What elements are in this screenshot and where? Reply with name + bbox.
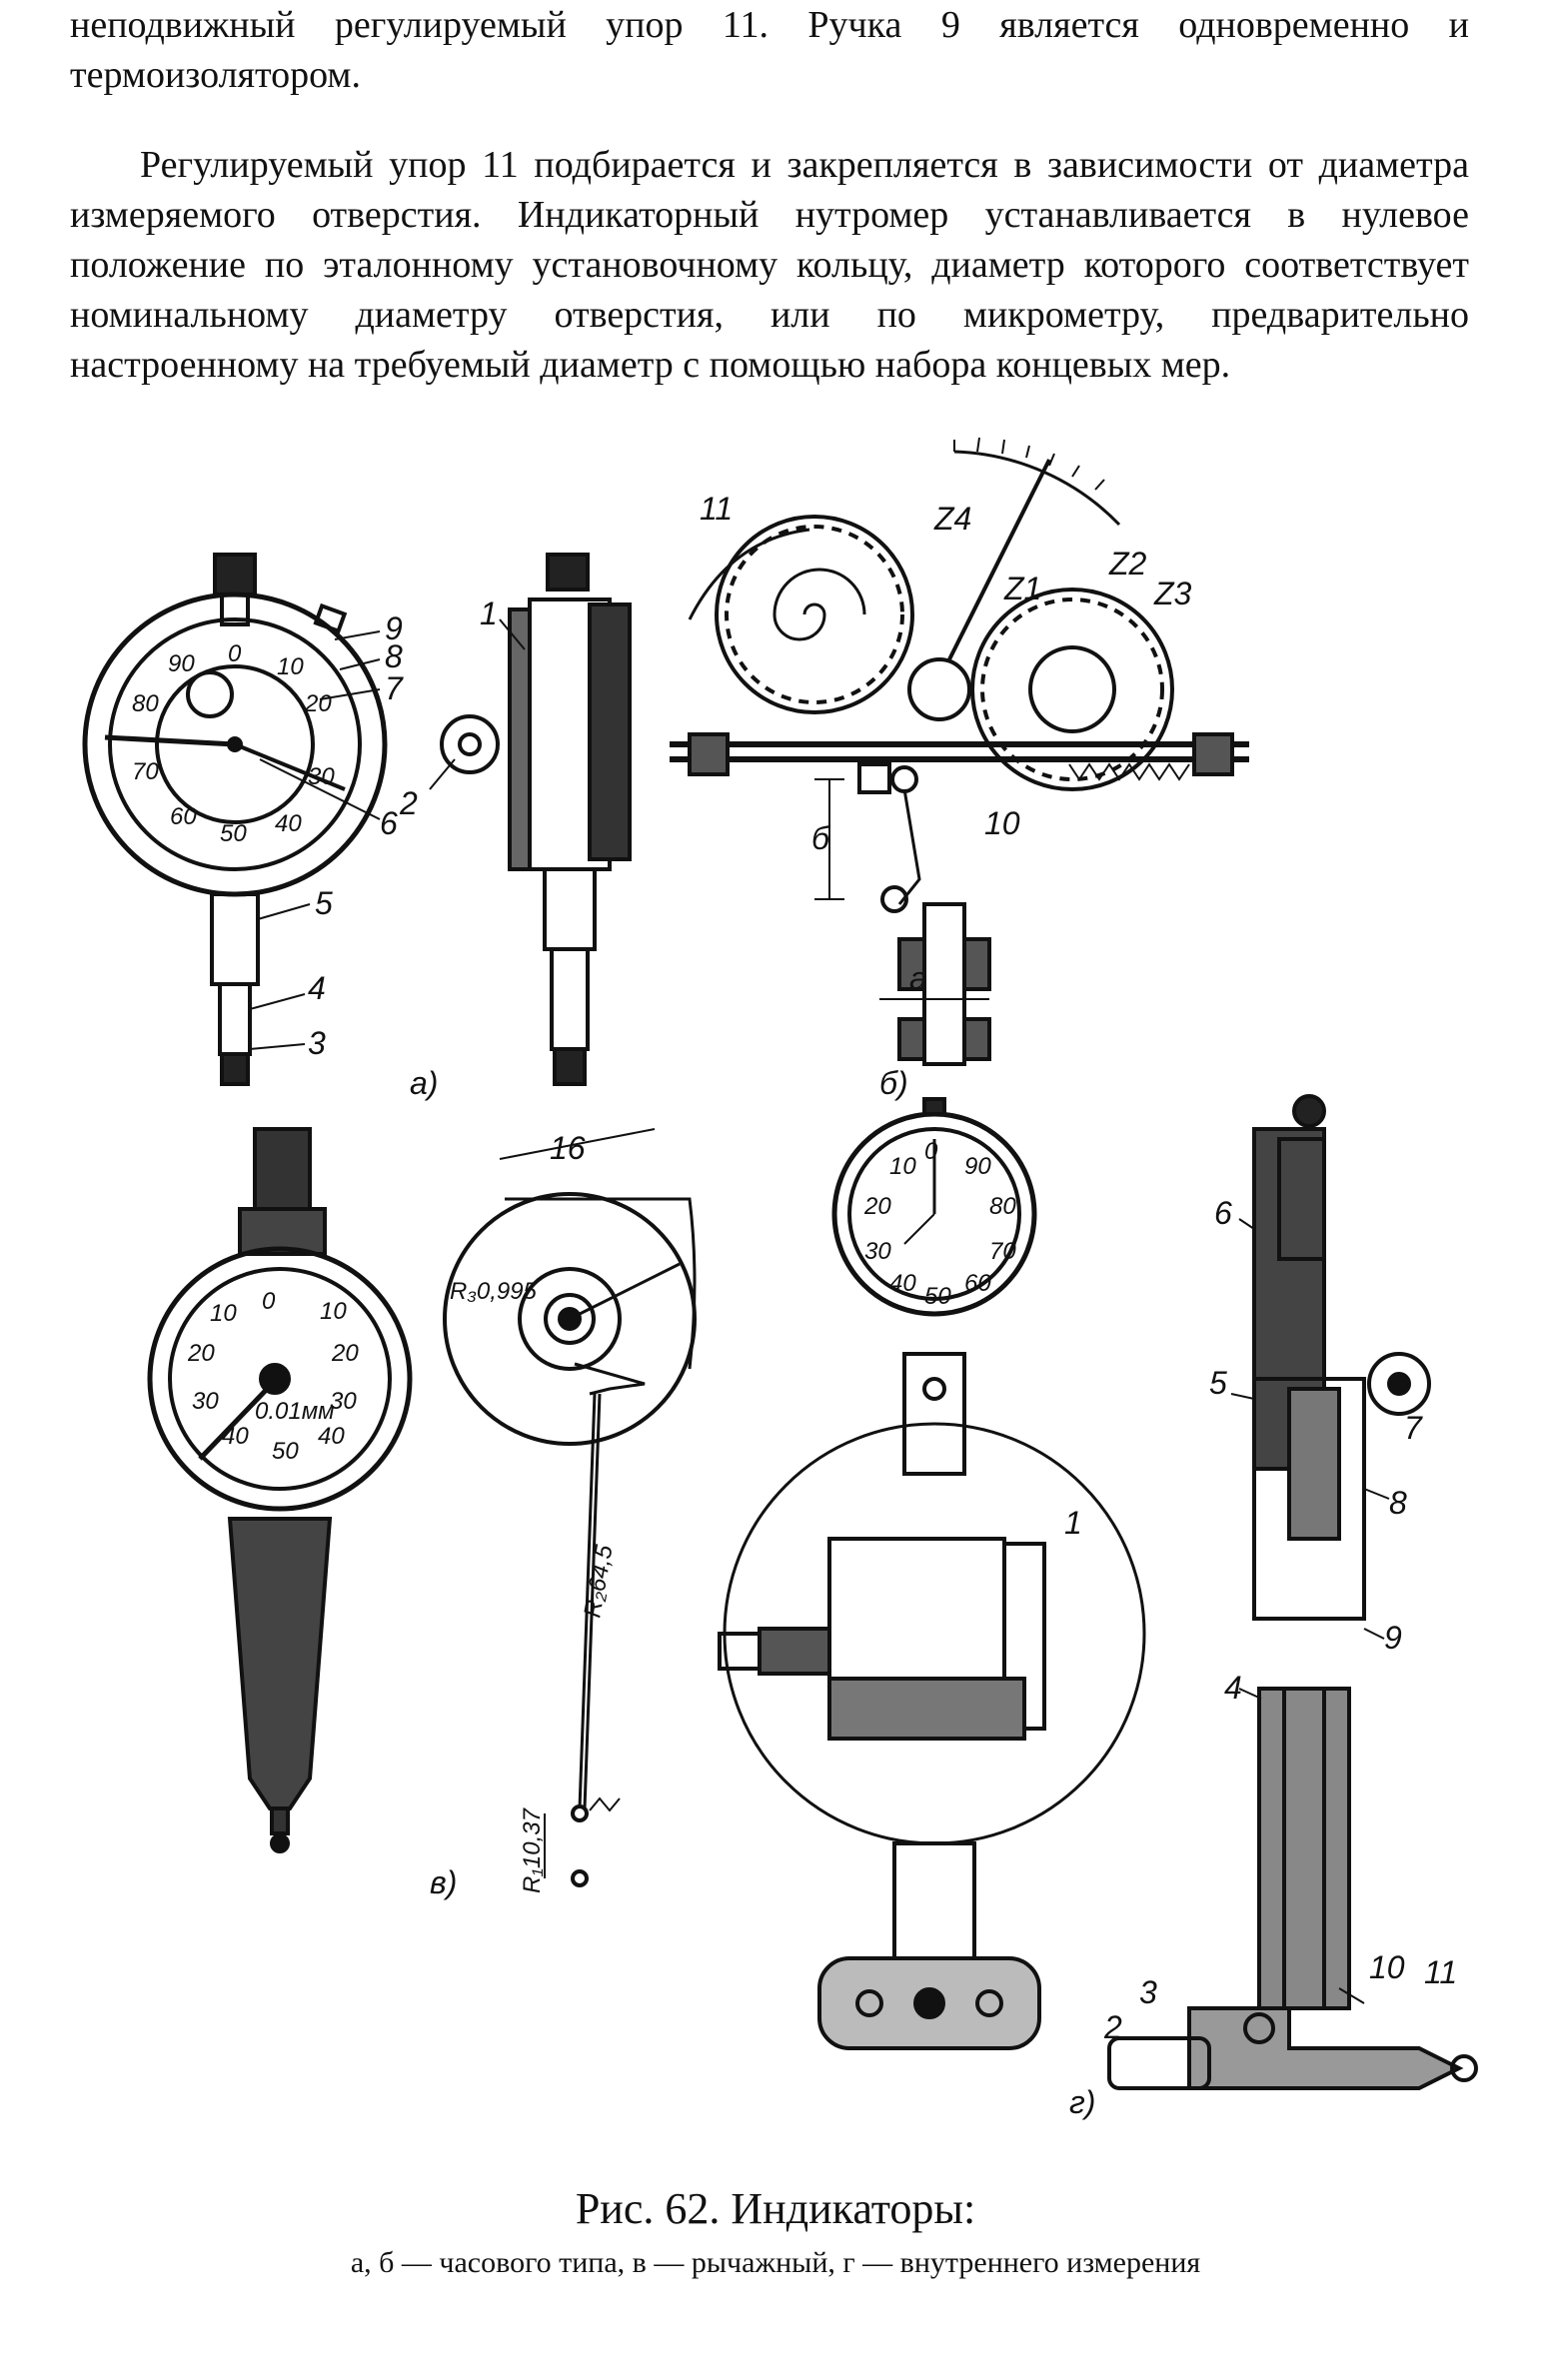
svg-text:10: 10 [984,805,1020,841]
svg-text:а): а) [410,1065,438,1101]
svg-text:30: 30 [308,763,335,790]
svg-text:70: 70 [989,1238,1016,1265]
svg-text:40: 40 [318,1423,345,1450]
svg-text:11: 11 [700,491,733,527]
svg-text:R₃0,995: R₃0,995 [450,1278,538,1305]
svg-text:80: 80 [132,690,159,717]
svg-text:1: 1 [480,595,498,631]
svg-text:9: 9 [1384,1620,1402,1656]
svg-text:10: 10 [277,653,304,680]
svg-text:2: 2 [399,785,418,821]
fig-v-lever-scheme [443,1128,697,1887]
svg-text:0: 0 [228,640,242,667]
svg-text:30: 30 [330,1388,357,1415]
svg-text:0.01мм: 0.01мм [255,1398,335,1425]
fig-g-section [1107,1094,1478,2090]
svg-text:г): г) [1069,2084,1095,2120]
svg-text:5: 5 [1209,1365,1227,1401]
svg-text:60: 60 [964,1270,991,1297]
svg-text:20: 20 [304,690,332,717]
fig-a-callouts: 9 8 7 6 5 4 3 1 2 а) [308,595,498,1101]
svg-text:7: 7 [1404,1410,1423,1446]
svg-text:Z3: Z3 [1153,576,1192,611]
svg-text:10: 10 [889,1153,916,1180]
svg-text:20: 20 [331,1340,359,1367]
svg-text:30: 30 [192,1388,219,1415]
svg-text:10: 10 [320,1298,347,1325]
svg-text:50: 50 [220,820,247,847]
fig-v-dial-numbers: 0 10 20 30 40 50 40 30 20 10 0.01мм [187,1288,359,1465]
svg-text:40: 40 [222,1423,249,1450]
svg-text:Z2: Z2 [1108,546,1147,582]
svg-text:8: 8 [385,638,403,674]
fig-b-labels: 11 Z4 Z1 Z2 Z3 10 б а б) [700,491,1192,1101]
svg-text:11: 11 [1424,1954,1457,1990]
svg-text:4: 4 [1224,1670,1242,1706]
svg-text:2: 2 [1103,2009,1122,2045]
svg-text:40: 40 [275,810,302,837]
svg-text:7: 7 [385,670,404,706]
fig-v-lever-indicator [147,1127,413,1853]
body-text-2: Регулируемый упор 11 подбирается и закре… [70,140,1469,390]
body-text: неподвижный регулируемый упор 11. Ручка … [70,0,1469,100]
svg-text:20: 20 [863,1193,891,1220]
svg-text:R₂64,5: R₂64,5 [579,1543,618,1620]
svg-text:70: 70 [132,758,159,785]
fig-v-dims: 16 R₃0,995 R₂64,5 R₁10,37 в) [430,1130,619,1900]
svg-text:Z4: Z4 [933,501,971,537]
svg-text:60: 60 [170,803,197,830]
svg-text:10: 10 [210,1300,237,1327]
svg-text:1: 1 [1064,1505,1082,1541]
svg-text:R₁10,37: R₁10,37 [519,1806,546,1893]
svg-text:10: 10 [1369,1949,1405,1985]
svg-text:6: 6 [380,805,398,841]
svg-text:20: 20 [187,1340,215,1367]
svg-text:в): в) [430,1864,457,1900]
figure-caption-subtitle: а, б — часового типа, в — рычажный, г — … [350,2246,1201,2279]
fig-g-dial-numbers: 0 10 20 30 40 50 60 70 80 90 [863,1138,1016,1310]
svg-text:3: 3 [1139,1974,1157,2010]
fig-a-side-view [429,553,632,1086]
paragraph-1: неподвижный регулируемый упор 11. Ручка … [70,4,1469,96]
svg-text:3: 3 [308,1025,326,1061]
svg-text:90: 90 [964,1153,991,1180]
fig-g-front [718,1097,1146,2050]
fig-g-callouts: 1 2 3 4 5 6 7 8 9 10 11 г) [1064,1195,1457,2120]
svg-text:0: 0 [924,1138,938,1165]
svg-text:4: 4 [308,970,326,1006]
svg-text:0: 0 [262,1288,276,1315]
svg-text:90: 90 [168,650,195,677]
fig-a-dial-numbers: 0 10 20 30 40 50 60 70 80 90 [132,640,335,847]
paragraph-2: Регулируемый упор 11 подбирается и закре… [70,144,1469,386]
svg-text:80: 80 [989,1193,1016,1220]
fig-b-gear-scheme [670,437,1249,1066]
svg-text:6: 6 [1214,1195,1232,1231]
svg-text:50: 50 [924,1283,951,1310]
svg-text:50: 50 [272,1438,299,1465]
svg-text:40: 40 [889,1270,916,1297]
svg-text:а: а [909,960,927,996]
svg-text:5: 5 [315,885,333,921]
svg-text:16: 16 [550,1130,586,1166]
svg-text:б): б) [879,1065,908,1101]
figure-caption-title: Рис. 62. Индикаторы: [575,2184,976,2233]
fig-a-front-indicator [82,553,388,1086]
svg-text:б: б [811,820,830,856]
svg-text:Z1: Z1 [1003,571,1041,606]
svg-text:8: 8 [1389,1485,1407,1521]
svg-text:9: 9 [385,610,403,646]
svg-text:30: 30 [864,1238,891,1265]
